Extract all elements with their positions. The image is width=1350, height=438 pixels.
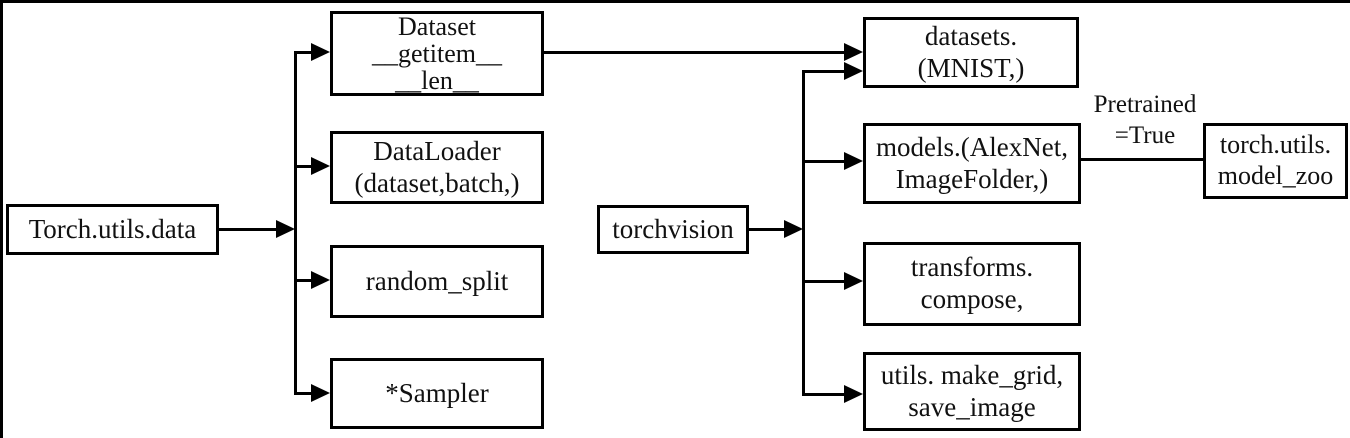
node-torch-utils-data: Torch.utils.data (6, 204, 219, 255)
node-model-zoo-line: torch.utils. (1219, 130, 1332, 160)
edge-dataset-to-datasets (543, 51, 844, 54)
node-torchvision: torchvision (597, 205, 749, 254)
arrowhead-transforms-icon (844, 272, 863, 290)
arrowhead-dataset-icon (311, 43, 330, 61)
edge-branch-utils (802, 393, 844, 396)
node-dataset-line: __getitem__ (372, 38, 502, 68)
edge-torchvision-feeder (748, 228, 784, 231)
arrowhead-models-icon (844, 152, 863, 170)
node-dataloader-line: (dataset,batch,) (354, 167, 520, 198)
arrowhead-datasets-icon (844, 62, 863, 80)
node-models-line: models.(AlexNet, (876, 131, 1068, 162)
node-dataloader: DataLoader (dataset,batch,) (330, 131, 544, 204)
node-transforms: transforms. compose, (863, 242, 1081, 326)
arrowhead-dataset-to-datasets-icon (844, 43, 863, 61)
node-torch-utils-data-label: Torch.utils.data (28, 213, 197, 244)
edge-branch-dataset (294, 51, 311, 54)
node-transforms-line: compose, (920, 284, 1024, 314)
edge-torchvision-trunk (802, 70, 805, 396)
pretrained-edge-label-line: Pretrained (1093, 91, 1197, 118)
node-dataset-line: Dataset (398, 11, 476, 41)
arrowhead-random-split-icon (311, 271, 330, 289)
node-utils-line: save_image (908, 391, 1036, 422)
node-random-split-line: random_split (365, 265, 509, 296)
node-utils: utils. make_grid, save_image (863, 352, 1081, 431)
node-dataloader-line: DataLoader (373, 135, 501, 166)
node-utils-line: utils. make_grid, (880, 359, 1064, 390)
node-sampler: *Sampler (330, 358, 544, 429)
edge-branch-datasets (802, 70, 844, 73)
arrowhead-torchvision-feeder-icon (784, 220, 803, 238)
node-datasets: datasets. (MNIST,) (863, 17, 1079, 88)
node-dataset-line: __len__ (395, 66, 479, 96)
node-dataset: Dataset __getitem__ __len__ (330, 11, 544, 96)
frame-left-border (0, 0, 3, 438)
arrowhead-utils-icon (844, 385, 863, 403)
edge-branch-dataloader (294, 165, 311, 168)
edge-branch-random-split (294, 279, 311, 282)
edge-branch-sampler (294, 392, 311, 395)
node-torchvision-label: torchvision (612, 213, 734, 244)
node-random-split: random_split (330, 245, 544, 318)
node-models-line: ImageFolder,) (895, 163, 1049, 194)
frame-bottom-border (0, 0, 1350, 3)
arrowhead-dataloader-icon (311, 157, 330, 175)
node-transforms-line: transforms. (910, 252, 1034, 283)
arrowhead-sampler-icon (311, 384, 330, 402)
node-models: models.(AlexNet, ImageFolder,) (863, 123, 1081, 204)
edge-branch-models (802, 160, 844, 163)
node-model-zoo-line: model_zoo (1217, 161, 1334, 190)
edge-torchdata-trunk (294, 51, 297, 395)
node-datasets-line: (MNIST,) (917, 52, 1025, 83)
pretrained-edge-label: Pretrained =True (1080, 90, 1210, 151)
node-sampler-line: *Sampler (385, 377, 489, 408)
node-datasets-line: datasets. (924, 20, 1018, 51)
node-model-zoo: torch.utils. model_zoo (1203, 123, 1348, 199)
arrowhead-torchdata-feeder-icon (276, 220, 295, 238)
edge-torchdata-feeder (219, 228, 276, 231)
edge-branch-transforms (802, 280, 844, 283)
pretrained-edge-label-line: =True (1114, 121, 1176, 149)
edge-models-to-model-zoo (1080, 158, 1203, 161)
